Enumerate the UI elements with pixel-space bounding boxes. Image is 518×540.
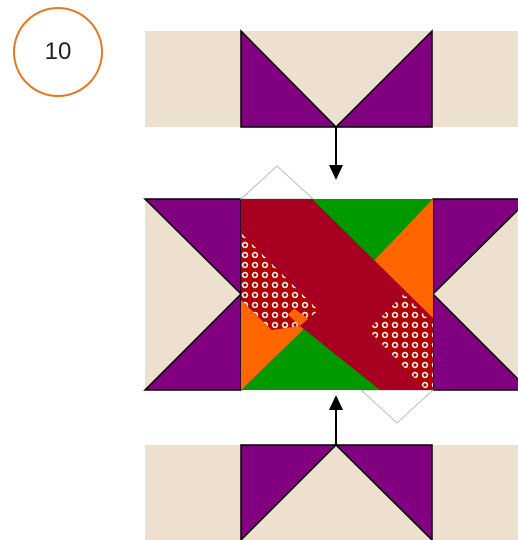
top-right-purple-triangle xyxy=(334,29,433,128)
bottom-dog-ear-outline xyxy=(359,389,435,424)
bottom-unit-background xyxy=(145,445,518,540)
green-upper-right-wedge xyxy=(312,199,433,263)
left-flying-geese-unit xyxy=(143,198,242,391)
top-flying-geese-unit xyxy=(145,29,518,128)
step-number-badge: 10 xyxy=(13,7,103,97)
top-left-purple-triangle xyxy=(240,29,338,128)
orange-upper-right-wedge xyxy=(372,199,433,318)
bottom-left-purple-triangle xyxy=(240,444,338,540)
top-unit-background xyxy=(145,31,518,127)
down-arrow-top xyxy=(329,127,343,180)
dotted-band-lower-left xyxy=(241,270,300,330)
red-cross-arm xyxy=(300,263,404,358)
up-arrow-bottom xyxy=(329,395,343,447)
red-lower-right xyxy=(340,330,426,390)
dotted-lower-right xyxy=(368,294,433,390)
center-block xyxy=(239,165,435,424)
bottom-right-purple-triangle xyxy=(334,444,433,540)
green-lower-left-wedge xyxy=(241,330,361,390)
top-dog-ear-outline xyxy=(239,165,315,200)
step-number: 10 xyxy=(44,38,72,65)
bottom-flying-geese-unit xyxy=(145,444,518,540)
right-flying-geese-unit xyxy=(432,198,518,391)
